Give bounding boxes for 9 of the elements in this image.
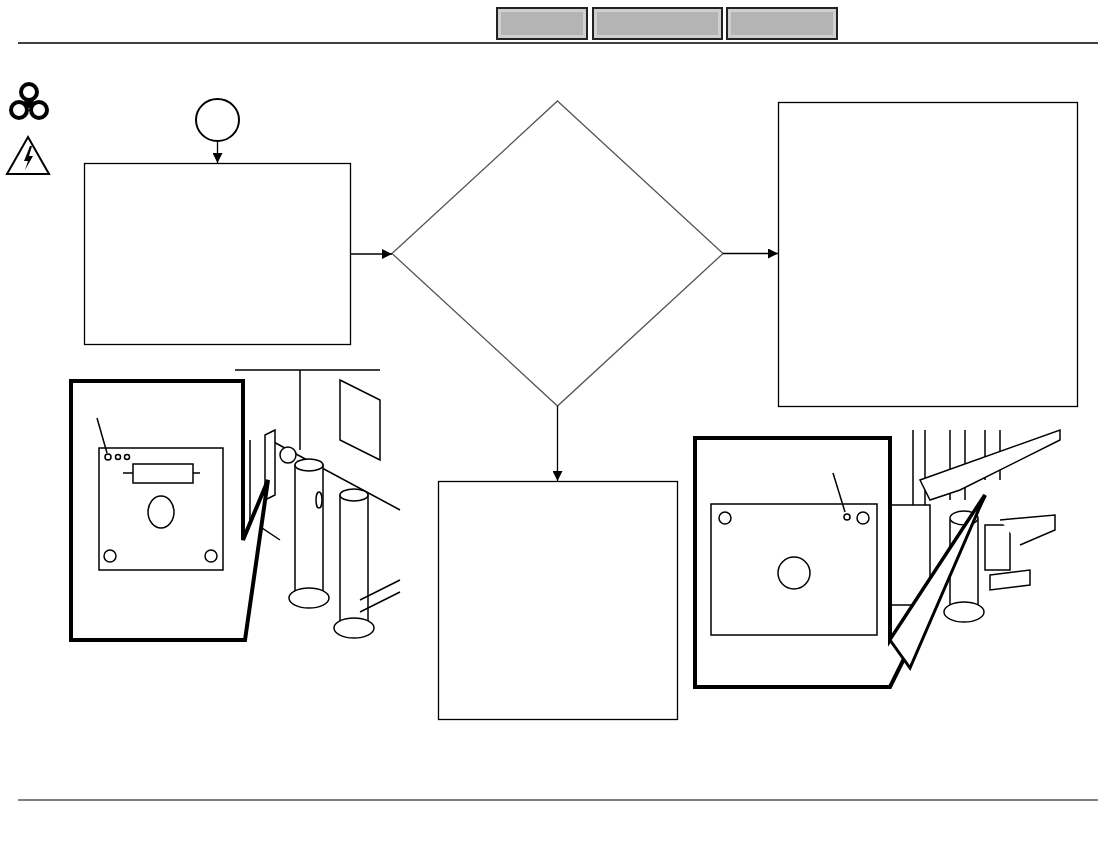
arrow: [212, 141, 223, 164]
process-box: [438, 481, 678, 720]
arrow: [350, 249, 393, 259]
arrow: [552, 405, 563, 482]
arrow: [722, 248, 779, 259]
process-box: [778, 102, 1078, 407]
process-box: [84, 163, 351, 345]
connector-circle: [195, 98, 240, 142]
decision-diamond: [392, 101, 723, 406]
